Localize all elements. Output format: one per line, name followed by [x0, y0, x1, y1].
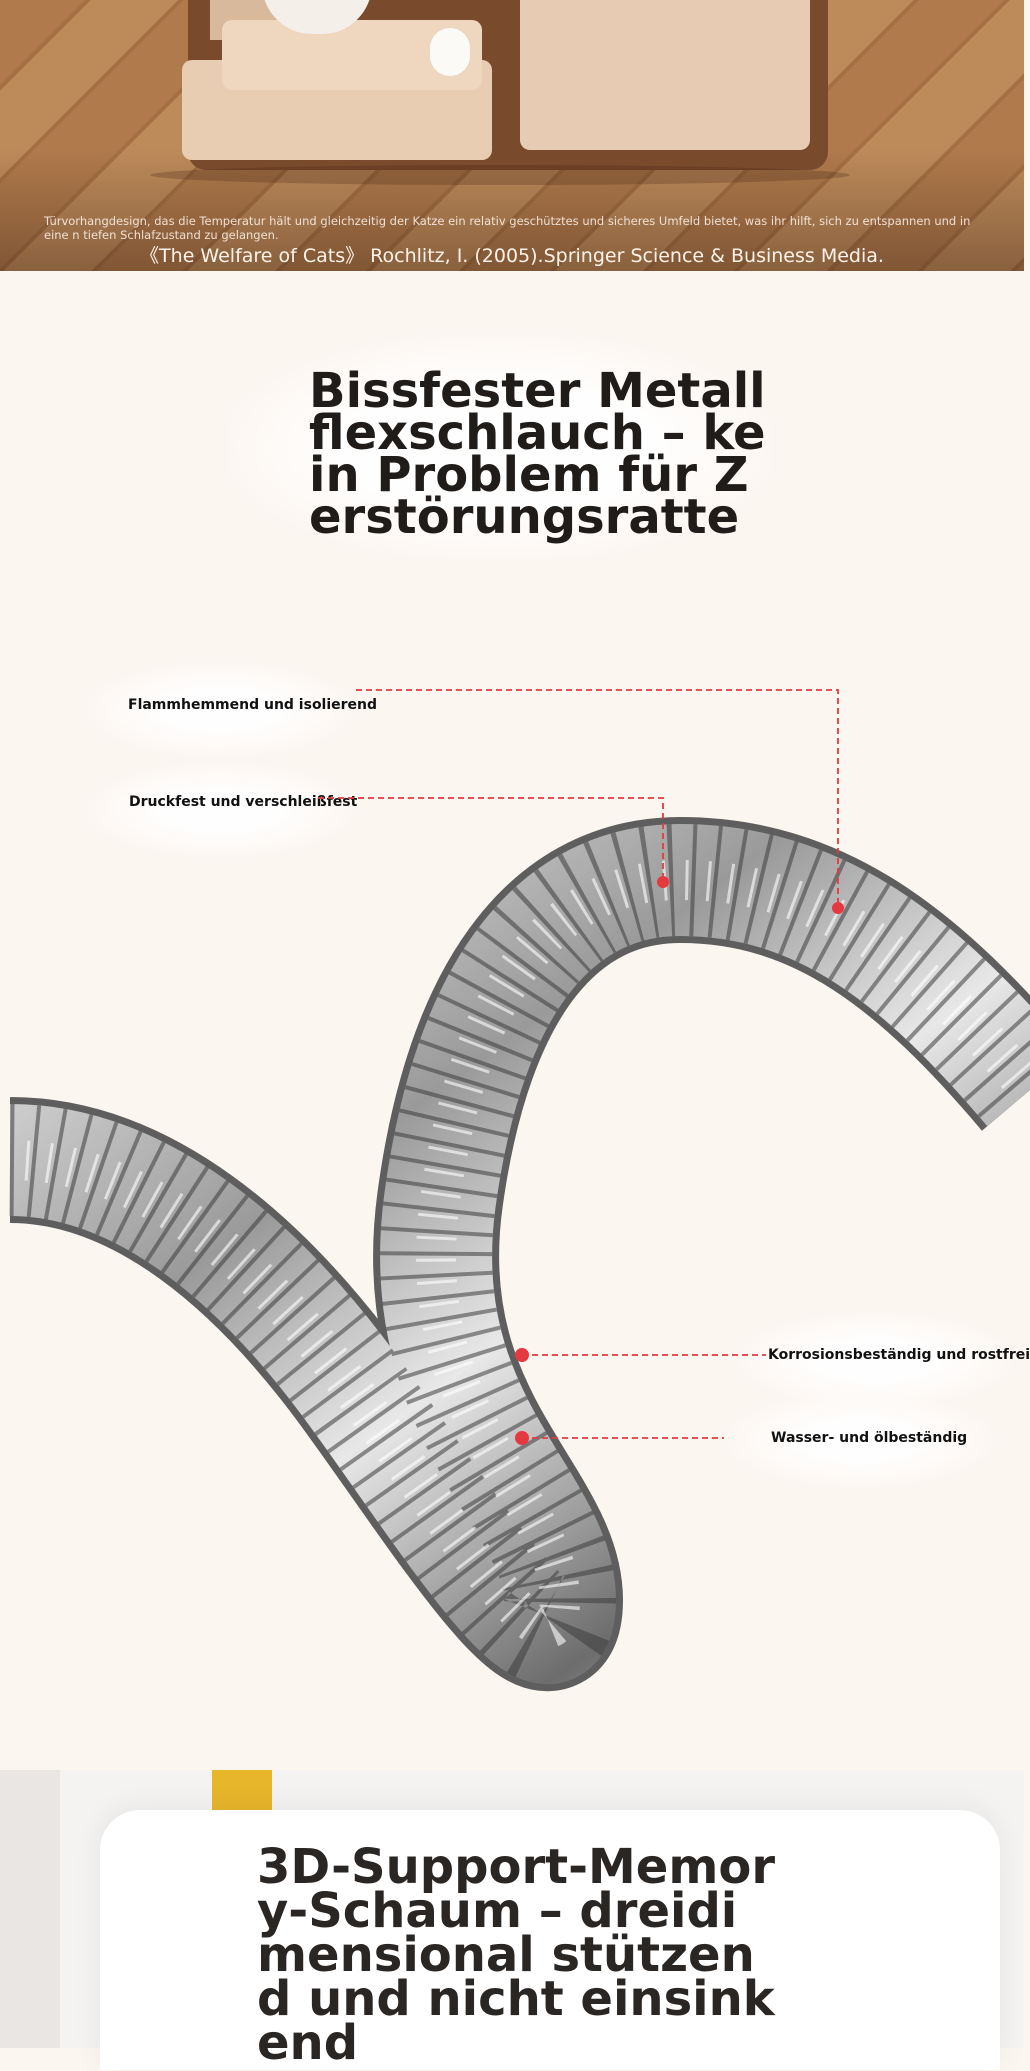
leader-line-pressure [318, 797, 664, 882]
callout-flame-retardant: Flammhemmend und isolierend [128, 697, 378, 713]
callout-water-oil-resistant: Wasser- und ölbeständig [771, 1430, 968, 1446]
leader-line-flame [356, 689, 839, 908]
white-cushion [100, 1810, 1000, 2070]
product-photo-banner: Türvorhangdesign, das die Temperatur häl… [0, 0, 1024, 271]
banner-citation: 《The Welfare of Cats》 Rochlitz, I. (2005… [140, 245, 884, 267]
banner-description: Türvorhangdesign, das die Temperatur häl… [44, 214, 971, 242]
floor-shadow [150, 165, 850, 185]
callout-pressure-resistant: Druckfest und verschleißfest [129, 794, 358, 810]
callout-dot-pressure [657, 876, 669, 888]
cat-paw [430, 28, 470, 76]
callout-glow [720, 1390, 1000, 1490]
wall [0, 1770, 60, 2048]
callout-glow [80, 660, 360, 760]
callout-corrosion-resistant: Korrosionsbeständig und rostfrei [768, 1347, 1030, 1363]
cat-house-cushion [520, 0, 810, 150]
title-highlight [230, 335, 770, 560]
callout-dot-flame [832, 902, 844, 914]
callout-dot-corrosion [515, 1348, 529, 1362]
metal-hose-image [8, 816, 1030, 1691]
foam-section-image [0, 1770, 1024, 2070]
foam-section-title: 3D-Support-Memory-Schaum – dreidimension… [257, 1839, 776, 2071]
callout-glow [80, 760, 360, 860]
callout-dot-water-oil [515, 1431, 529, 1445]
hose-section-title: Bissfester Metall flexschlauch – kein Pr… [309, 363, 766, 545]
